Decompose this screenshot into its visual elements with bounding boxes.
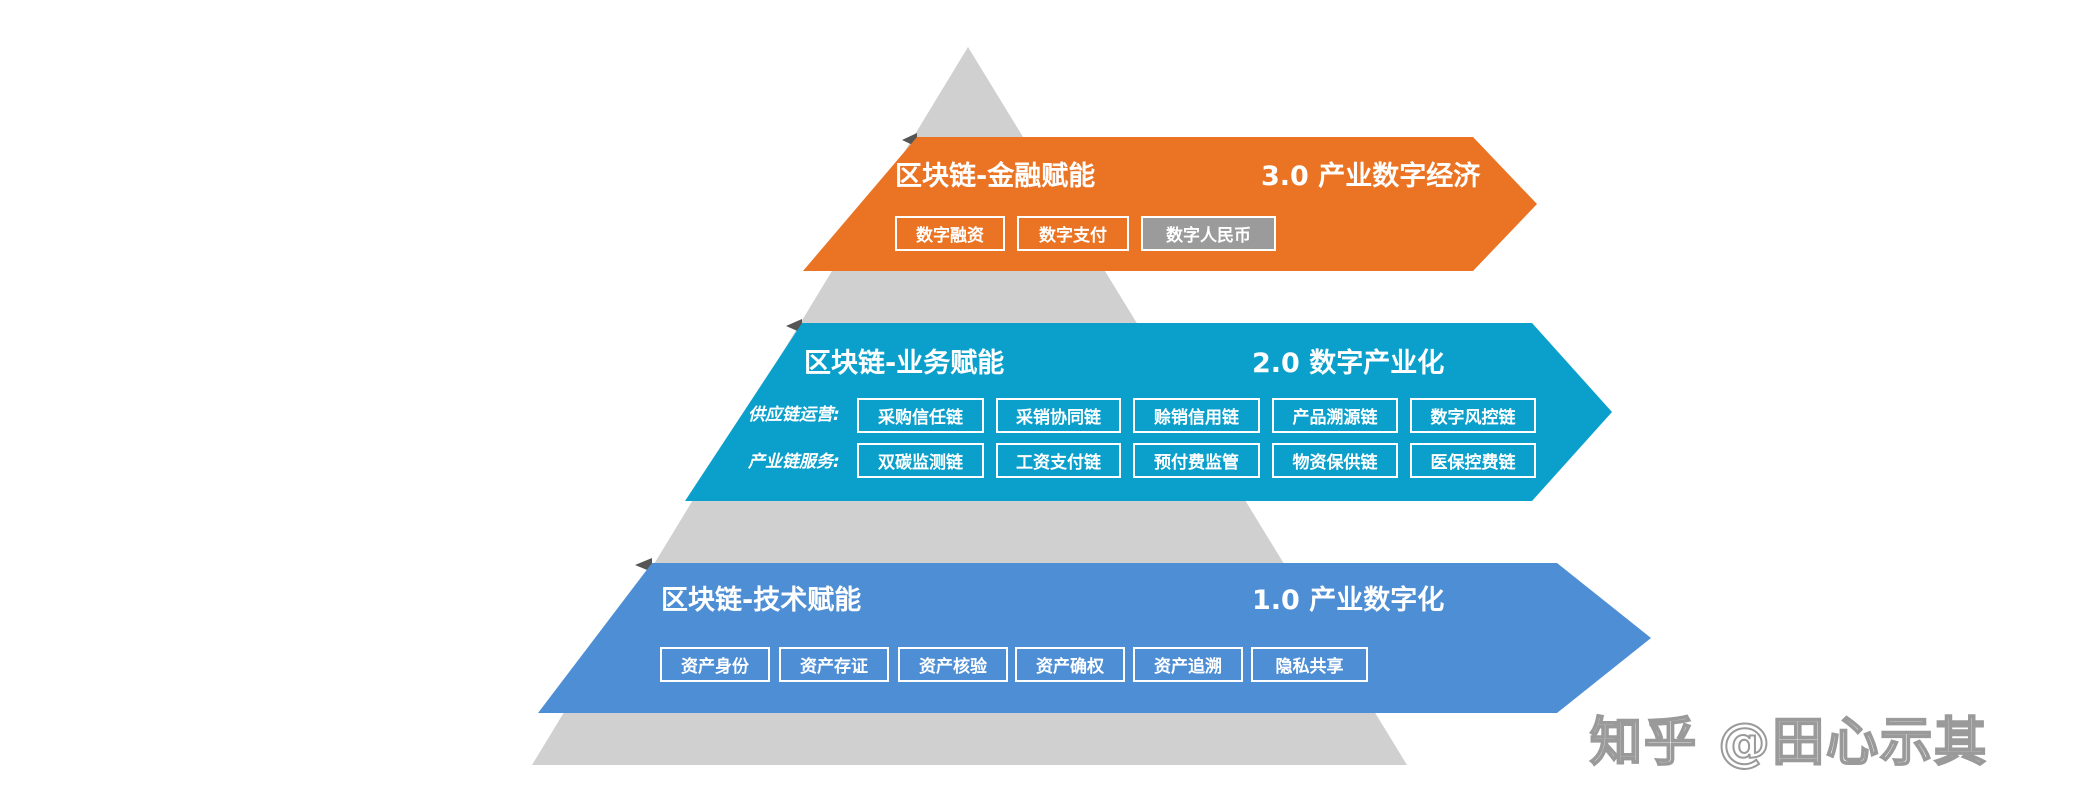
middle-tag: 赊销信用链 [1133, 398, 1260, 433]
top-band [803, 137, 1537, 271]
top-tier-stage: 3.0 产业数字经济 [1261, 161, 1481, 192]
bottom-band [538, 563, 1651, 713]
top-tag: 数字融资 [895, 216, 1005, 251]
middle-tier-stage: 2.0 数字产业化 [1252, 348, 1445, 379]
bottom-tag: 资产确权 [1015, 647, 1125, 682]
zhihu-watermark: 知乎 @田心示其 [1589, 712, 1989, 774]
top-tag: 数字支付 [1017, 216, 1129, 251]
bottom-tag: 隐私共享 [1251, 647, 1368, 682]
top-tag-highlighted: 数字人民币 [1141, 216, 1276, 251]
bottom-tag: 资产核验 [898, 647, 1008, 682]
middle-tag: 数字风控链 [1410, 398, 1536, 433]
middle-tag: 双碳监测链 [857, 443, 984, 478]
middle-tag: 物资保供链 [1272, 443, 1398, 478]
middle-tag: 医保控费链 [1410, 443, 1536, 478]
bottom-tag: 资产存证 [779, 647, 889, 682]
middle-tag: 预付费监管 [1133, 443, 1260, 478]
bottom-tag: 资产身份 [660, 647, 770, 682]
bottom-tier-title: 区块链-技术赋能 [661, 585, 862, 616]
middle-tag: 采购信任链 [857, 398, 984, 433]
middle-row-label: 产业链服务: [748, 452, 840, 472]
middle-band [685, 323, 1612, 501]
bottom-band-shadow [635, 558, 652, 572]
middle-tag: 产品溯源链 [1272, 398, 1398, 433]
middle-tag: 采销协同链 [996, 398, 1121, 433]
middle-tag: 工资支付链 [996, 443, 1121, 478]
middle-tier-title: 区块链-业务赋能 [804, 348, 1005, 379]
top-tier-title: 区块链-金融赋能 [895, 161, 1096, 192]
middle-row-label: 供应链运营: [748, 405, 840, 425]
bottom-tier-stage: 1.0 产业数字化 [1252, 585, 1445, 616]
bottom-tag: 资产追溯 [1133, 647, 1243, 682]
